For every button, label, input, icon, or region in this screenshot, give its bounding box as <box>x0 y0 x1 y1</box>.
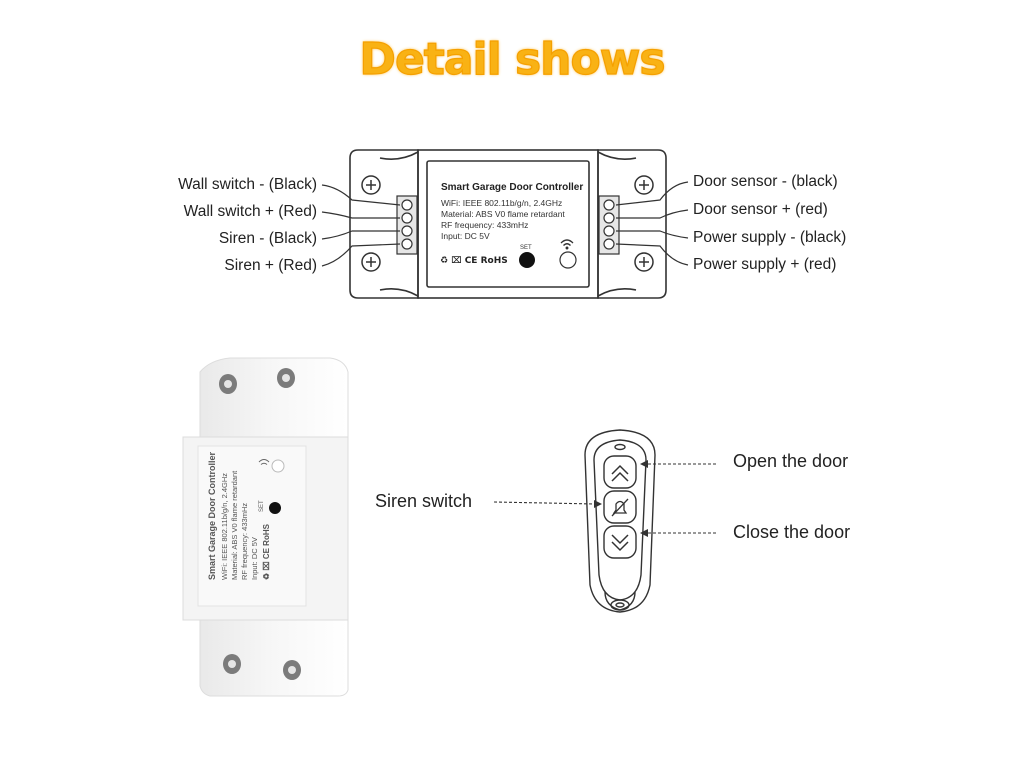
photo-label-text: Smart Garage Door Controller WiFi: IEEE … <box>207 451 271 580</box>
controller-photo <box>182 357 349 697</box>
photo-wifi-icon <box>258 459 270 465</box>
screw-icon <box>361 175 381 195</box>
terminal-block-right <box>598 195 620 255</box>
controller-outline <box>349 149 667 299</box>
remote-arrowheads <box>594 460 648 537</box>
label-wall-switch-negative: Wall switch - (Black) <box>178 176 317 193</box>
screw-icon <box>634 175 654 195</box>
remote-leader-lines <box>493 463 716 534</box>
panel-cert-marks: ♻ ⌧ CE RoHS <box>440 256 508 266</box>
photo-wifi-spec: WiFi: IEEE 802.11b/g/n, 2.4GHz <box>220 473 229 580</box>
remote-control-outline <box>584 429 656 613</box>
photo-material-spec: Material: ABS V0 flame retardant <box>230 470 239 580</box>
close-door-arrows-icon <box>611 534 629 552</box>
photo-product-name: Smart Garage Door Controller <box>207 451 217 580</box>
photo-cert-marks: ♻ ⌧ CE RoHS <box>262 523 271 580</box>
label-siren-negative: Siren - (Black) <box>218 230 317 247</box>
wifi-icon <box>560 239 574 250</box>
panel-material-spec: Material: ABS V0 flame retardant <box>441 209 565 219</box>
label-open-door: Open the door <box>733 451 849 471</box>
page-title: Detail shows <box>359 33 666 85</box>
photo-rf-spec: RF frequency: 433mHz <box>240 503 249 580</box>
leader-lines-right <box>615 181 689 266</box>
label-siren-positive: Siren + (Red) <box>224 257 317 274</box>
open-door-arrows-icon <box>611 464 629 482</box>
photo-set-label: SET <box>259 500 265 512</box>
screw-icon <box>361 252 381 272</box>
photo-input-spec: Input: DC 5V <box>250 537 259 580</box>
label-door-sensor-positive: Door sensor + (red) <box>693 201 828 218</box>
panel-set-label: SET <box>520 245 532 251</box>
label-wall-switch-positive: Wall switch + (Red) <box>183 203 317 220</box>
label-close-door: Close the door <box>733 522 851 542</box>
label-power-supply-positive: Power supply + (red) <box>693 256 837 273</box>
siren-bell-icon <box>611 498 629 517</box>
terminal-block-left <box>396 195 418 255</box>
label-door-sensor-negative: Door sensor - (black) <box>693 173 838 190</box>
panel-wifi-spec: WiFi: IEEE 802.11b/g/n, 2.4GHz <box>441 198 562 208</box>
screw-icon <box>634 252 654 272</box>
label-power-supply-negative: Power supply - (black) <box>693 229 847 246</box>
label-siren-switch: Siren switch <box>375 491 473 511</box>
panel-product-name: Smart Garage Door Controller <box>441 182 583 193</box>
panel-input-spec: Input: DC 5V <box>441 231 490 241</box>
panel-rf-spec: RF frequency: 433mHz <box>441 220 528 230</box>
set-button-icon <box>519 252 535 268</box>
leader-lines-left <box>321 184 401 267</box>
indicator-led-icon <box>559 251 577 269</box>
